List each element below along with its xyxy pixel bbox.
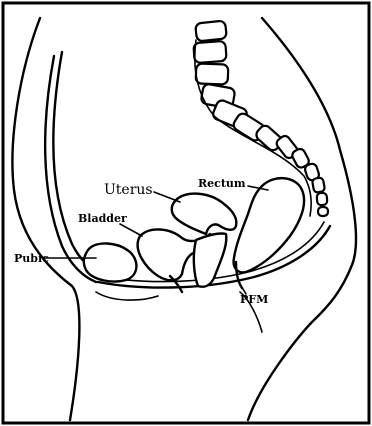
uterus-leader-line — [154, 192, 180, 202]
pubic-bone — [84, 243, 137, 281]
bladder-leader-line — [120, 224, 142, 236]
vaginal-canal — [194, 233, 226, 286]
rectum-label: Rectum — [198, 177, 246, 190]
thigh-outline — [96, 292, 158, 300]
pfm-label: PFM — [240, 293, 268, 306]
pubic-label: Pubic — [14, 252, 49, 265]
rectum — [234, 178, 304, 272]
uterus-label: Uterus — [104, 182, 153, 198]
bladder-label: Bladder — [78, 212, 127, 225]
body-front-outline — [12, 18, 79, 420]
uterus — [172, 194, 237, 234]
